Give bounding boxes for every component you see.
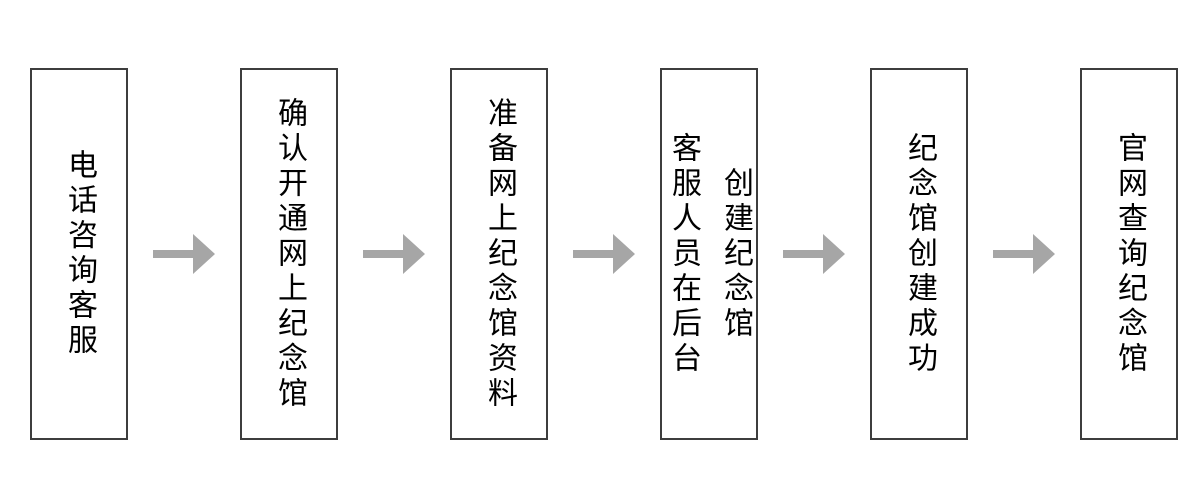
flow-connector bbox=[548, 68, 660, 440]
arrow-right-icon bbox=[993, 234, 1055, 274]
flow-step-label: 确认开通网上纪念馆 bbox=[272, 96, 307, 412]
arrow-right-icon bbox=[153, 234, 215, 274]
flow-step-query-website: 官网查询纪念馆 bbox=[1080, 68, 1178, 440]
flow-step-label: 官网查询纪念馆 bbox=[1112, 131, 1147, 377]
flow-connector bbox=[758, 68, 870, 440]
flow-step-label: 准备网上纪念馆资料 bbox=[482, 96, 517, 412]
flow-step-staff-create: 客服人员在后台 创建纪念馆 bbox=[660, 68, 758, 440]
flow-step-confirm-open: 确认开通网上纪念馆 bbox=[240, 68, 338, 440]
arrow-right-icon bbox=[573, 234, 635, 274]
arrow-right-icon bbox=[363, 234, 425, 274]
flow-connector bbox=[968, 68, 1080, 440]
flow-connector bbox=[128, 68, 240, 440]
flow-step-create-success: 纪念馆创建成功 bbox=[870, 68, 968, 440]
flow-step-label: 纪念馆创建成功 bbox=[902, 131, 937, 377]
flow-step-prepare-materials: 准备网上纪念馆资料 bbox=[450, 68, 548, 440]
flow-step-label-line-1: 客服人员在后台 bbox=[666, 131, 701, 377]
arrow-right-icon bbox=[783, 234, 845, 274]
flow-connector bbox=[338, 68, 450, 440]
flow-step-phone-consult: 电话咨询客服 bbox=[30, 68, 128, 440]
flow-step-label-line-2: 创建纪念馆 bbox=[718, 166, 753, 342]
flow-step-label: 电话咨询客服 bbox=[62, 149, 97, 359]
